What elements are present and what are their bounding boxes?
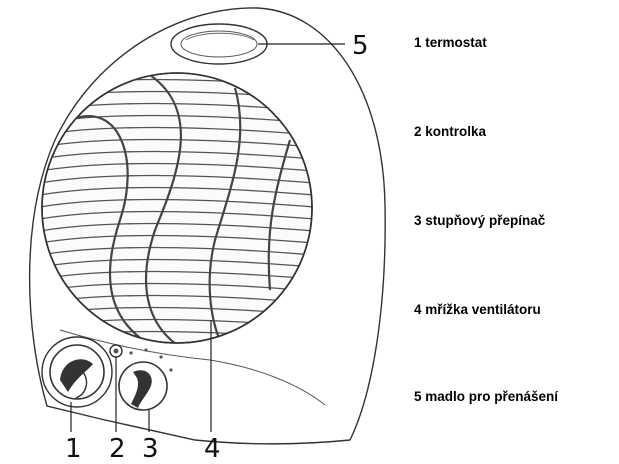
- thermostat-knob[interactable]: [42, 337, 112, 407]
- speed-switch-knob[interactable]: [119, 348, 173, 410]
- legend-item-speed-switch: 3 stupňový přepínač: [414, 213, 545, 228]
- legend-item-fan-grill: 4 mřížka ventilátoru: [414, 302, 541, 317]
- callout-2: 2: [109, 434, 126, 464]
- legend-item-carrying-handle: 5 madlo pro přenášení: [414, 389, 558, 404]
- legend-item-indicator-light: 2 kontrolka: [414, 124, 486, 139]
- callout-1: 1: [65, 434, 82, 464]
- callout-3: 3: [142, 434, 159, 464]
- legend-item-thermostat: 1 termostat: [414, 35, 487, 50]
- fan-grill: [40, 73, 314, 350]
- callout-4: 4: [204, 434, 221, 464]
- indicator-light: [110, 345, 122, 357]
- carrying-handle: [171, 24, 267, 64]
- callout-5: 5: [352, 31, 369, 61]
